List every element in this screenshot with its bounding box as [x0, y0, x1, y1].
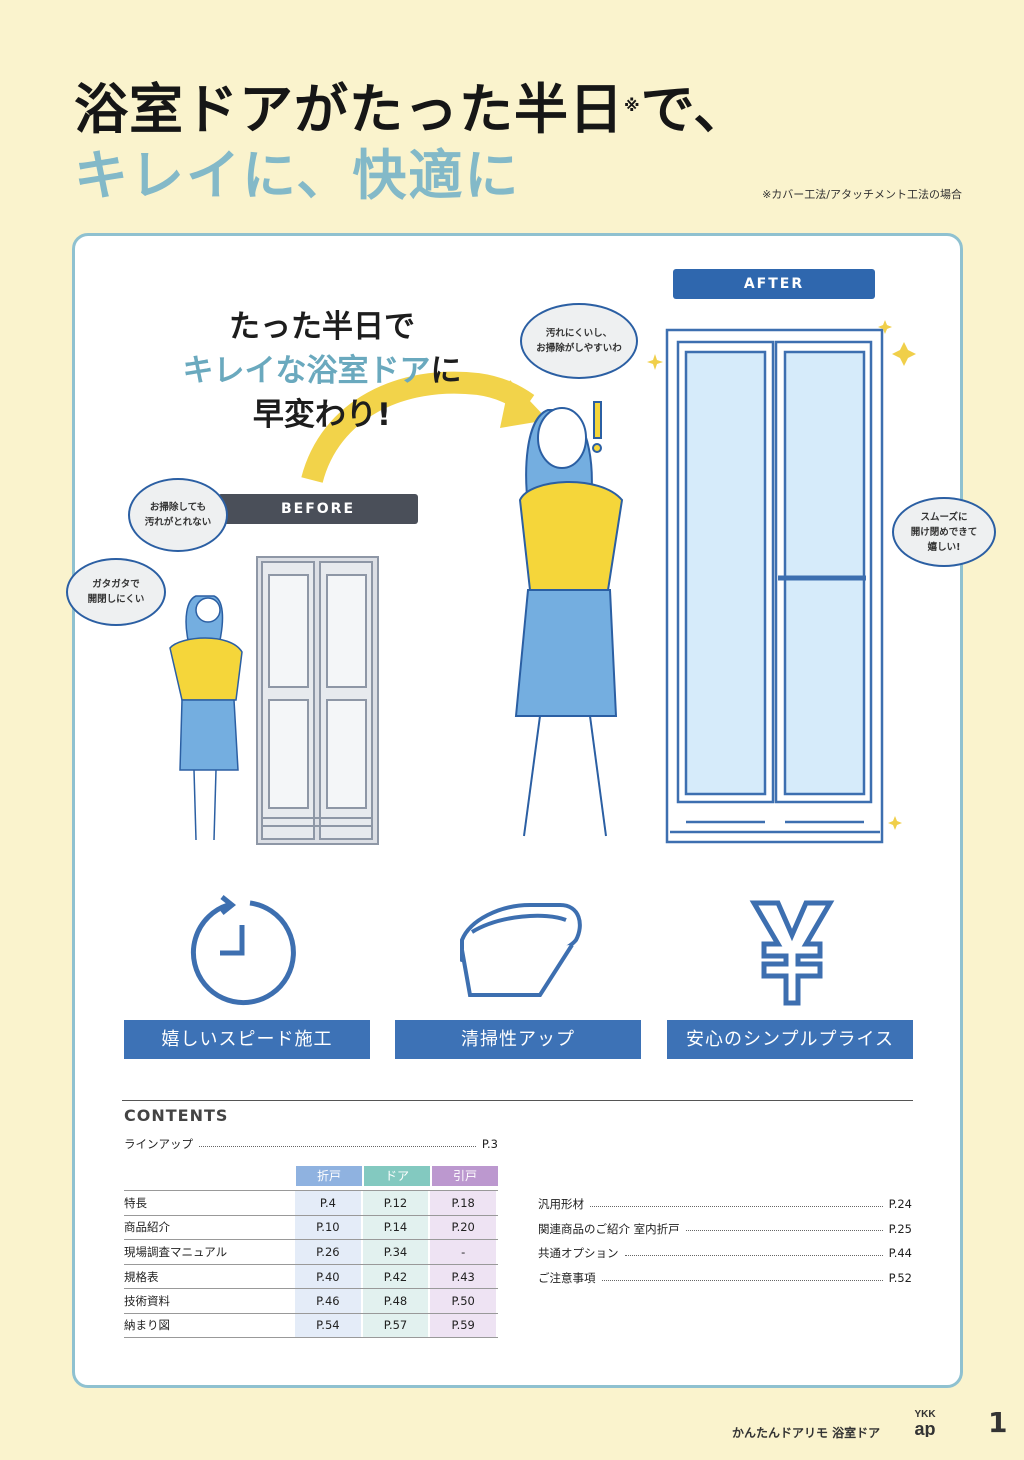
speech-bubble-dirty: お掃除しても汚れがとれない: [128, 478, 228, 552]
woman-before: [169, 595, 243, 841]
contents-lineup[interactable]: ラインアップ P.3: [124, 1136, 498, 1152]
feature-cleanability: 清掃性アップ: [395, 1020, 641, 1059]
footer-product-name: かんたんドアリモ 浴室ドア: [732, 1426, 881, 1440]
before-label: BEFORE: [218, 494, 418, 524]
feature-speed: 嬉しいスピード施工: [124, 1020, 370, 1059]
feature-price: 安心のシンプルプライス: [667, 1020, 913, 1059]
old-door: [256, 556, 379, 845]
contents-title: CONTENTS: [124, 1106, 229, 1125]
speech-bubble-smooth: スムーズに開け閉めできて嬉しい!: [892, 497, 996, 567]
lineup-label: ラインアップ: [124, 1137, 193, 1151]
yen-icon: [749, 900, 835, 1006]
sparkle-icon: [647, 320, 916, 830]
contents-divider: [122, 1100, 913, 1101]
svg-text:YKK: YKK: [914, 1409, 936, 1420]
page-number: 1: [988, 1406, 1008, 1439]
headline: 浴室ドアがたった半日※で、 キレイに、快適に: [74, 78, 748, 208]
catch-line2: キレイな浴室ドアに: [182, 353, 462, 389]
column-door: ドア: [364, 1166, 430, 1186]
clock-icon: [190, 895, 296, 1006]
footnote: ※カバー工法/アタッチメント工法の場合: [762, 188, 962, 201]
headline-line2: キレイに、快適に: [74, 144, 521, 207]
catch-line1: たった半日で: [229, 309, 415, 345]
catch-copy: たった半日で キレイな浴室ドアに 早変わり!: [152, 305, 492, 437]
woman-after: [514, 401, 624, 837]
column-sliding-door: 引戸: [432, 1166, 498, 1186]
after-label: AFTER: [673, 269, 875, 299]
column-folding-door: 折戸: [296, 1166, 362, 1186]
svg-text:ap: ap: [914, 1419, 935, 1437]
speech-bubble-rattle: ガタガタで開閉しにくい: [66, 558, 166, 626]
ykk-ap-logo-icon: YKK ap: [914, 1409, 936, 1437]
lineup-page: P.3: [481, 1137, 498, 1151]
catch-line3: 早変わり!: [252, 397, 392, 433]
new-door: [665, 328, 884, 844]
headline-line1: 浴室ドアがたった半日※で、: [74, 78, 749, 141]
speech-bubble-clean: 汚れにくいし、お掃除がしやすいわ: [520, 303, 638, 379]
bathtub-icon: [460, 903, 582, 997]
